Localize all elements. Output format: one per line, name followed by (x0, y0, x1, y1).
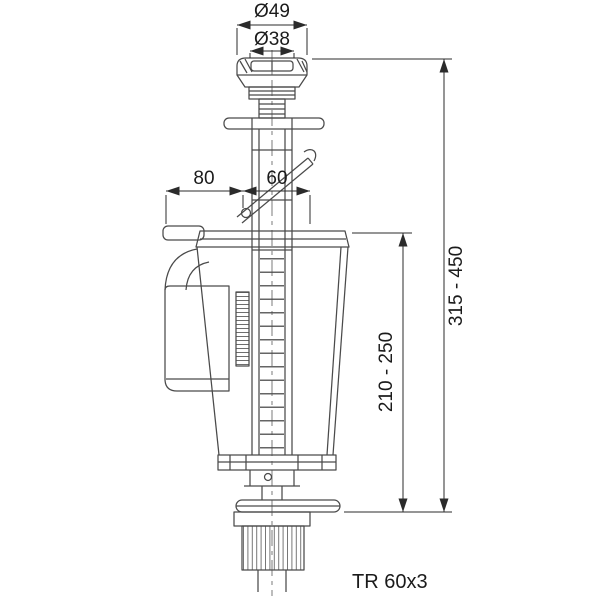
dim-label-body-height: 210 - 250 (376, 332, 397, 412)
dimension-inner-diameter (249, 46, 295, 58)
dim-label-outer-diameter: Ø49 (254, 1, 290, 22)
dim-label-thread: TR 60x3 (352, 571, 428, 593)
dimension-body-height (352, 232, 412, 512)
dimension-annotations (165, 20, 452, 513)
dimension-overall-height (312, 58, 452, 513)
dim-label-overall-height: 315 - 450 (446, 246, 467, 326)
overflow-box (164, 248, 250, 392)
valve-outline (162, 50, 350, 596)
dim-label-inner-diameter: Ø38 (254, 29, 290, 50)
base-plate (217, 454, 337, 471)
dimension-outer-diameter (236, 20, 308, 55)
valve-body (196, 246, 349, 456)
threaded-outlet (241, 525, 305, 592)
central-tube (251, 129, 293, 455)
body-collar (162, 225, 350, 248)
dimension-labels: Ø49 Ø38 80 60 315 - 450 210 - 250 TR 60x… (193, 1, 467, 593)
seal-disc (233, 499, 341, 527)
mounting-flange (223, 117, 325, 130)
valve-stem (244, 470, 300, 500)
dim-label-left-width: 80 (193, 168, 214, 189)
dim-label-right-width: 60 (266, 168, 287, 189)
dimension-lever-widths (165, 186, 311, 224)
